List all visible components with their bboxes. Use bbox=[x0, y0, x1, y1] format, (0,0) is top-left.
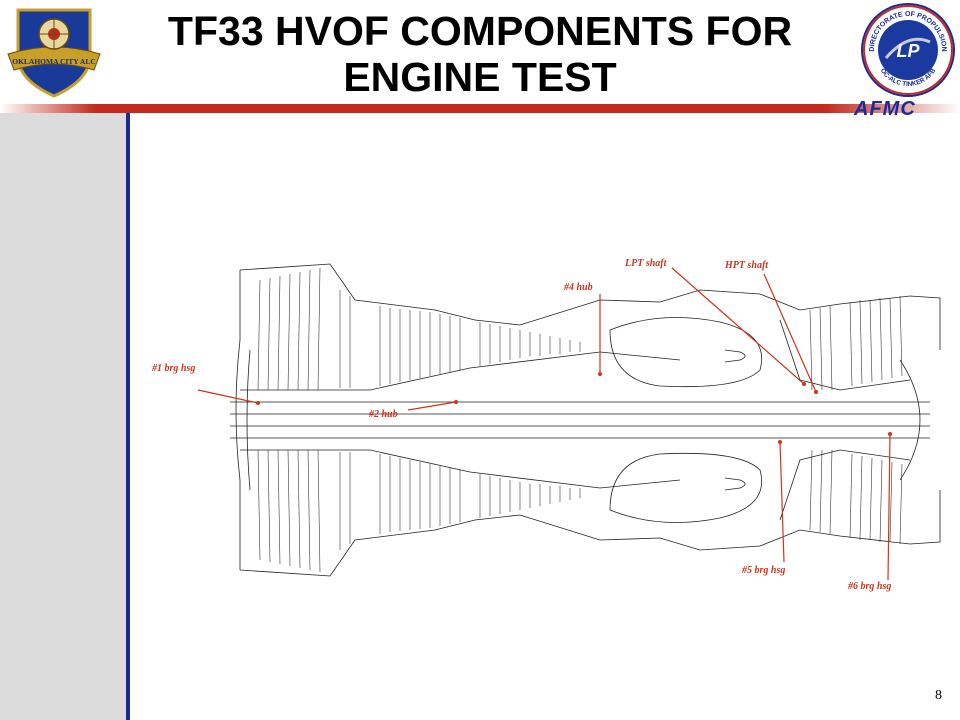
leader-lines bbox=[197, 267, 891, 581]
leader-hub2 bbox=[407, 401, 457, 411]
label-brg6: #6 brg hsg bbox=[847, 581, 891, 592]
slide-title: TF33 HVOF COMPONENTS FOR ENGINE TEST bbox=[110, 8, 850, 100]
sidebar-divider-line bbox=[126, 113, 130, 720]
svg-text:OKLAHOMA CITY ALC: OKLAHOMA CITY ALC bbox=[12, 57, 95, 66]
leader-brg6 bbox=[887, 433, 891, 581]
engine-outline bbox=[230, 263, 941, 577]
title-line-2: ENGINE TEST bbox=[343, 54, 617, 100]
title-line-1: TF33 HVOF COMPONENTS FOR bbox=[167, 8, 793, 54]
svg-text:LP: LP bbox=[896, 41, 920, 61]
afmc-logo: AFMC bbox=[853, 98, 916, 120]
leader-brg5 bbox=[779, 441, 785, 563]
blade-hatching bbox=[257, 267, 903, 573]
left-sidebar-panel bbox=[0, 113, 126, 720]
oklahoma-city-alc-logo: OKLAHOMA CITY ALC bbox=[7, 8, 101, 98]
label-lpt-shaft: LPT shaft bbox=[624, 258, 668, 269]
label-hub2: #2 hub bbox=[368, 409, 398, 420]
leader-hpt bbox=[763, 273, 817, 393]
leader-markers bbox=[256, 372, 892, 444]
tf33-engine-cross-section: #1 brg hsg #2 hub #4 hub LPT shaft HPT s… bbox=[151, 258, 941, 592]
leader-lpt bbox=[671, 267, 805, 385]
label-brg1: #1 brg hsg bbox=[151, 363, 195, 374]
svg-text:AFMC: AFMC bbox=[853, 98, 916, 120]
leader-brg1 bbox=[197, 389, 259, 404]
header-red-rule bbox=[0, 104, 960, 113]
label-hub4: #4 hub bbox=[563, 282, 593, 293]
page-number: 8 bbox=[935, 688, 942, 703]
directorate-of-propulsion-seal: DIRECTORATE OF PROPULSION OC-ALC TINKER … bbox=[861, 3, 955, 97]
label-hpt-shaft: HPT shaft bbox=[724, 260, 769, 271]
label-brg5: #5 brg hsg bbox=[741, 565, 785, 576]
